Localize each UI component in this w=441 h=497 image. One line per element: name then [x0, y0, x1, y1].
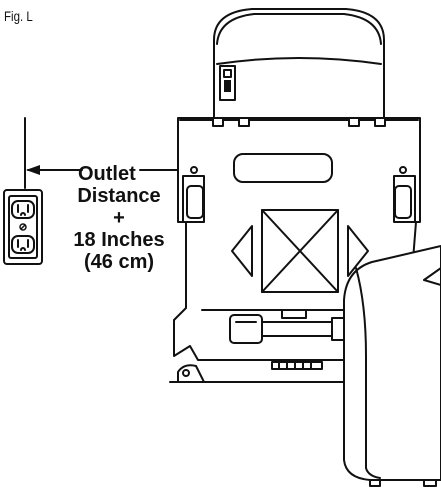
callout-line-distance: Distance: [58, 185, 180, 207]
callout-line-plus: +: [58, 207, 180, 229]
callout-line-inches: 18 Inches: [58, 229, 180, 251]
wall-outlet-icon: [4, 190, 42, 264]
side-unit-icon: [344, 246, 441, 486]
callout-line-outlet: Outlet: [58, 163, 180, 185]
callout-line-cm: (46 cm): [58, 251, 180, 273]
distance-callout: Outlet Distance + 18 Inches (46 cm): [58, 163, 180, 273]
figure-label: Fig. L: [4, 8, 33, 24]
